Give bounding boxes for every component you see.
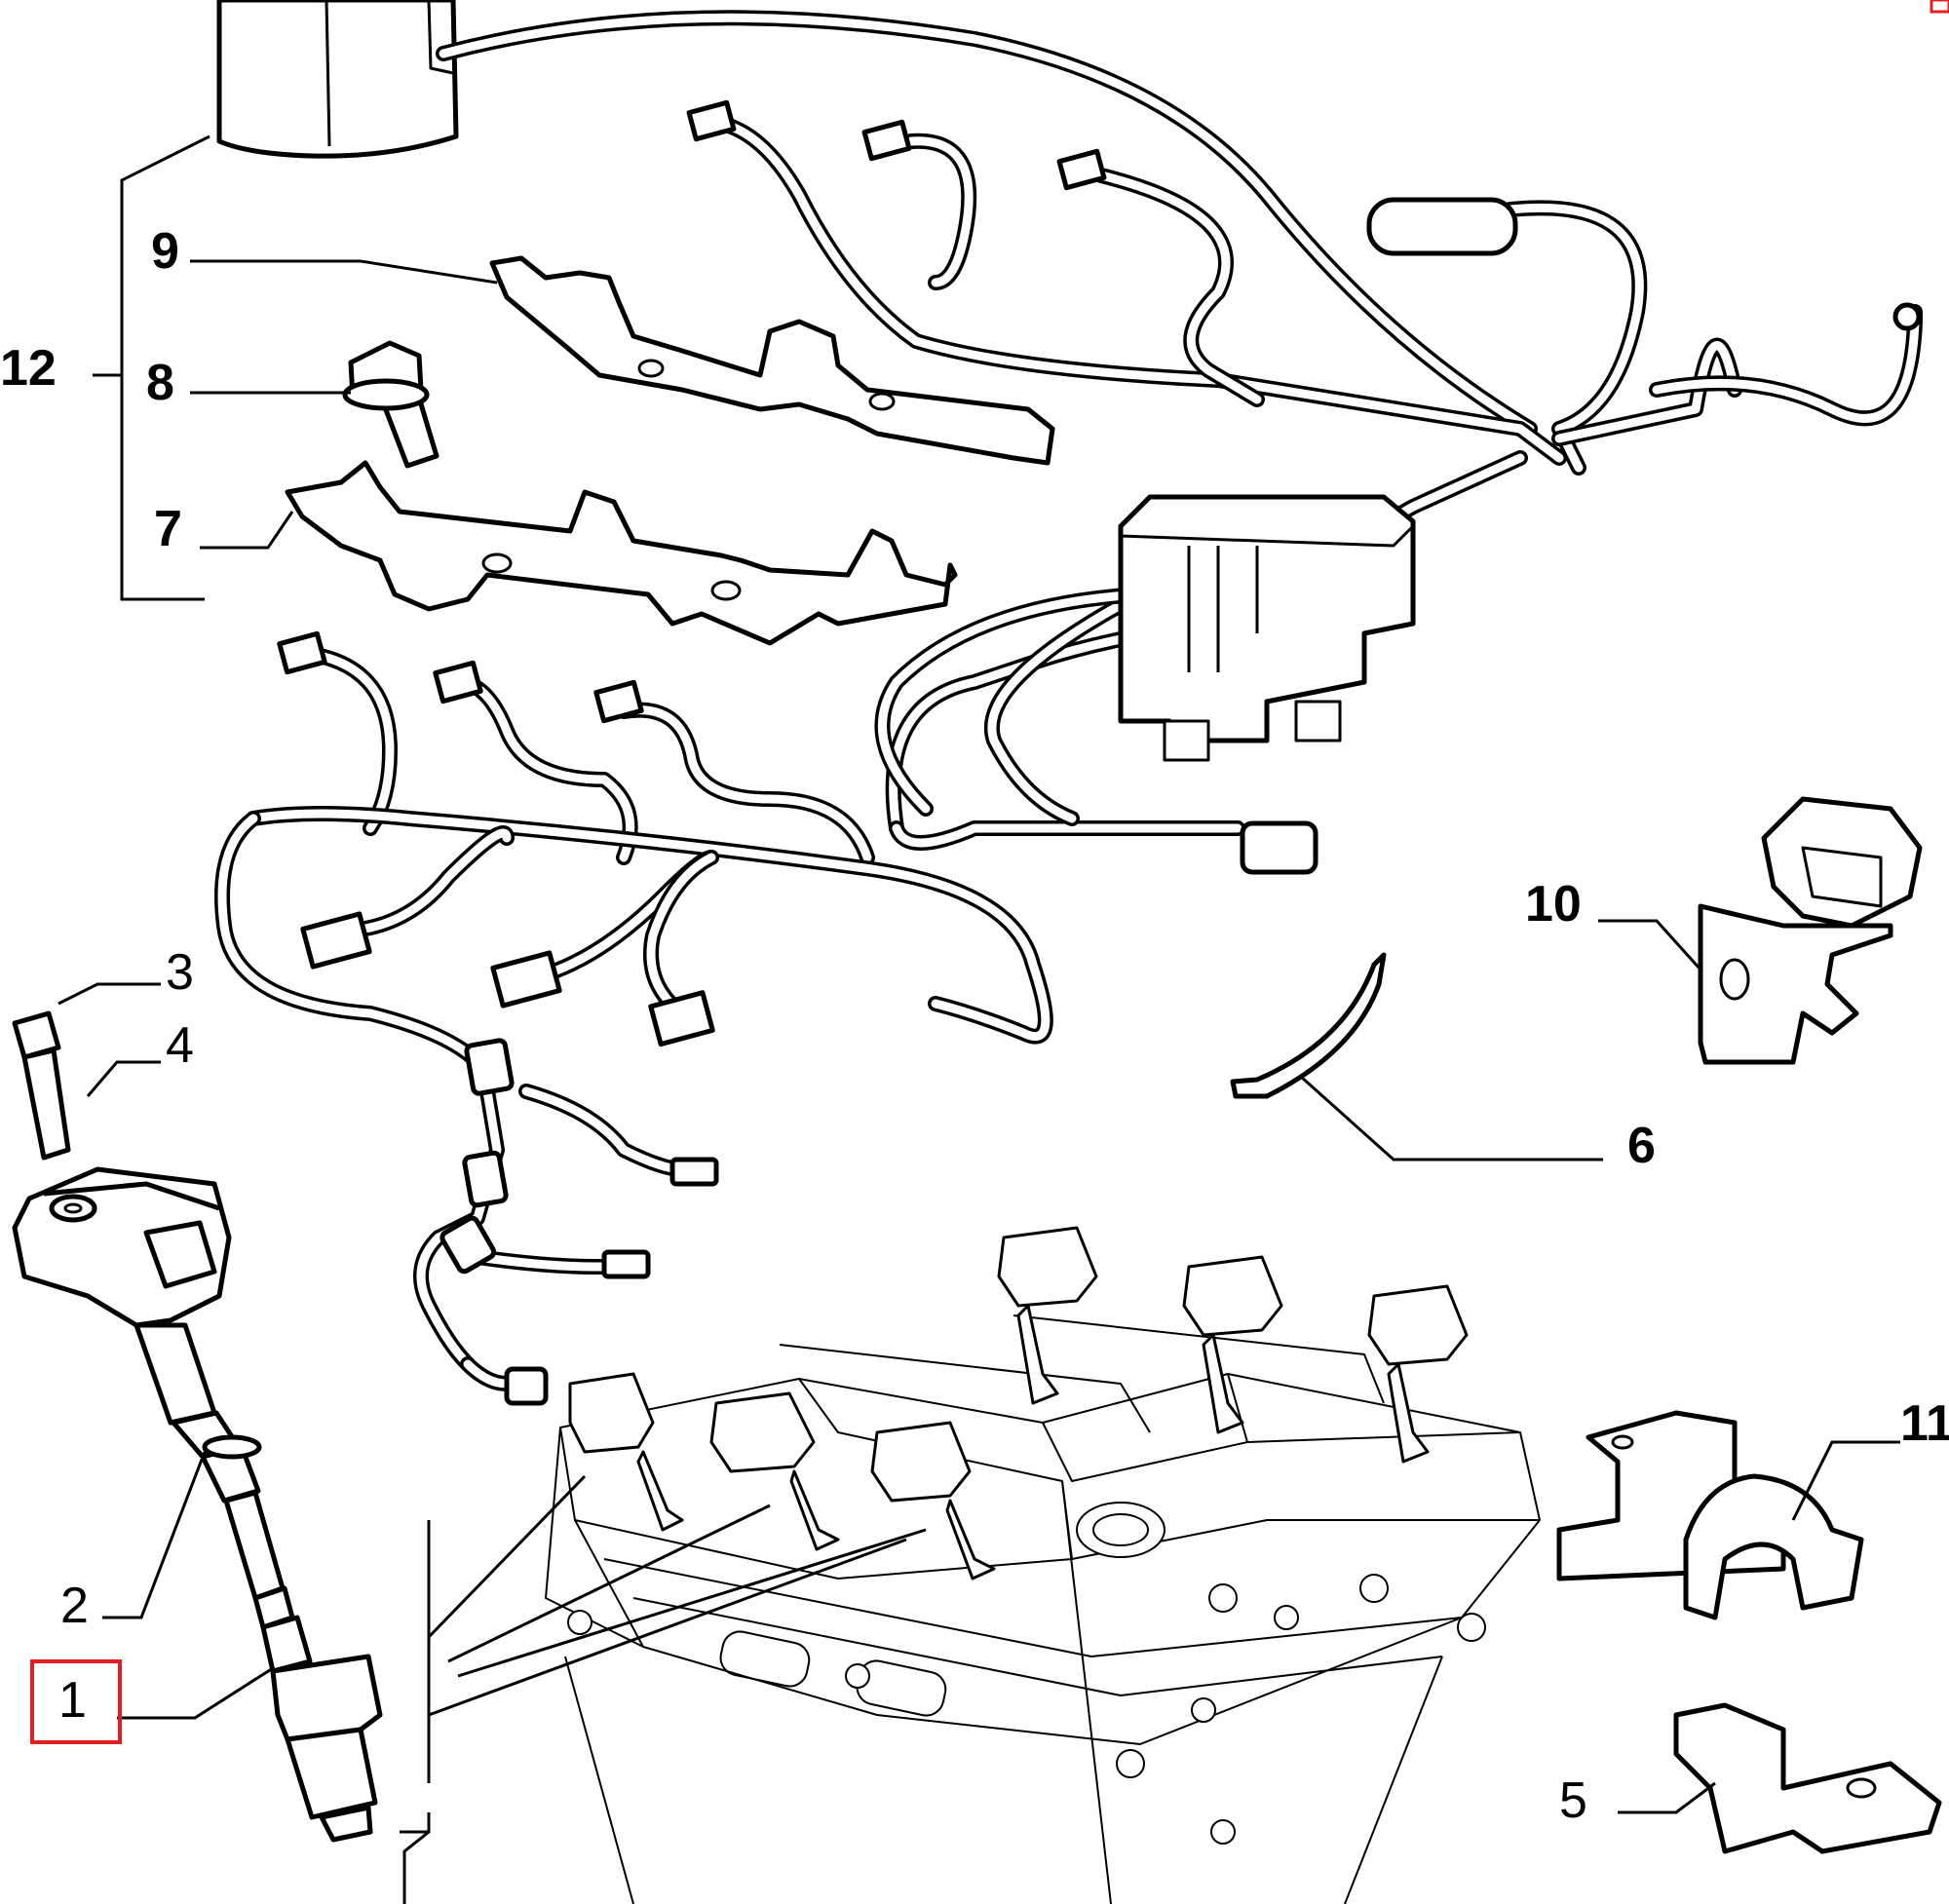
callout-4: 4 — [166, 1017, 194, 1074]
callout-8: 8 — [146, 355, 174, 411]
callout-12: 12 — [0, 340, 57, 397]
leader-lines — [57, 134, 1900, 1904]
clamp-bracket-part-11 — [1556, 1410, 1864, 1620]
corner-mark — [1930, 0, 1949, 14]
harness-tray-part-7 — [285, 460, 958, 646]
cable-tie-part-6 — [1230, 952, 1387, 1099]
callout-10: 10 — [1525, 876, 1582, 933]
cylinder-head-outline — [545, 1314, 1541, 1904]
callout-1-highlight-box — [30, 1659, 122, 1744]
ignition-coil-detail — [12, 1166, 261, 1504]
oil-filler-cap — [1076, 1502, 1166, 1558]
engine-coil-e — [1182, 1255, 1283, 1434]
ignition-coils-on-engine — [568, 1226, 1469, 1580]
screw-part-3 — [12, 1010, 71, 1161]
bracket-part-5 — [1673, 1702, 1942, 1854]
callout-5: 5 — [1559, 1772, 1587, 1829]
engine-coil-c — [870, 1421, 996, 1580]
central-connector-box — [1118, 494, 1416, 762]
callout-3: 3 — [166, 944, 194, 1001]
harness-support-bracket — [489, 255, 1055, 466]
connector-plug — [1240, 820, 1318, 875]
engine-coil-f — [1367, 1284, 1469, 1464]
callout-labels: 9 12 8 7 3 4 2 1 10 6 11 5 — [0, 223, 1949, 1829]
callout-1: 1 — [58, 1672, 87, 1729]
callout-7: 7 — [154, 501, 182, 557]
washer-part-4 — [49, 1194, 97, 1223]
callout-2: 2 — [60, 1578, 89, 1634]
cover-cap-top — [216, 0, 459, 159]
engine-coil-d — [997, 1226, 1098, 1405]
engine-coil-a — [568, 1372, 684, 1532]
spark-plug — [223, 1490, 383, 1843]
callout-6: 6 — [1627, 1118, 1656, 1174]
callout-9: 9 — [151, 223, 179, 280]
coil-seal — [202, 1434, 262, 1460]
engine-coil-b — [709, 1391, 840, 1551]
connector-oval — [1366, 197, 1518, 256]
upper-wiring-harness — [436, 10, 1923, 875]
sensor-bracket-part-10 — [1698, 796, 1923, 1065]
lower-wiring-harness — [214, 630, 1053, 1406]
bolt-part-8 — [342, 340, 439, 469]
ring-terminal — [1892, 302, 1922, 331]
callout-11: 11 — [1900, 1395, 1949, 1452]
